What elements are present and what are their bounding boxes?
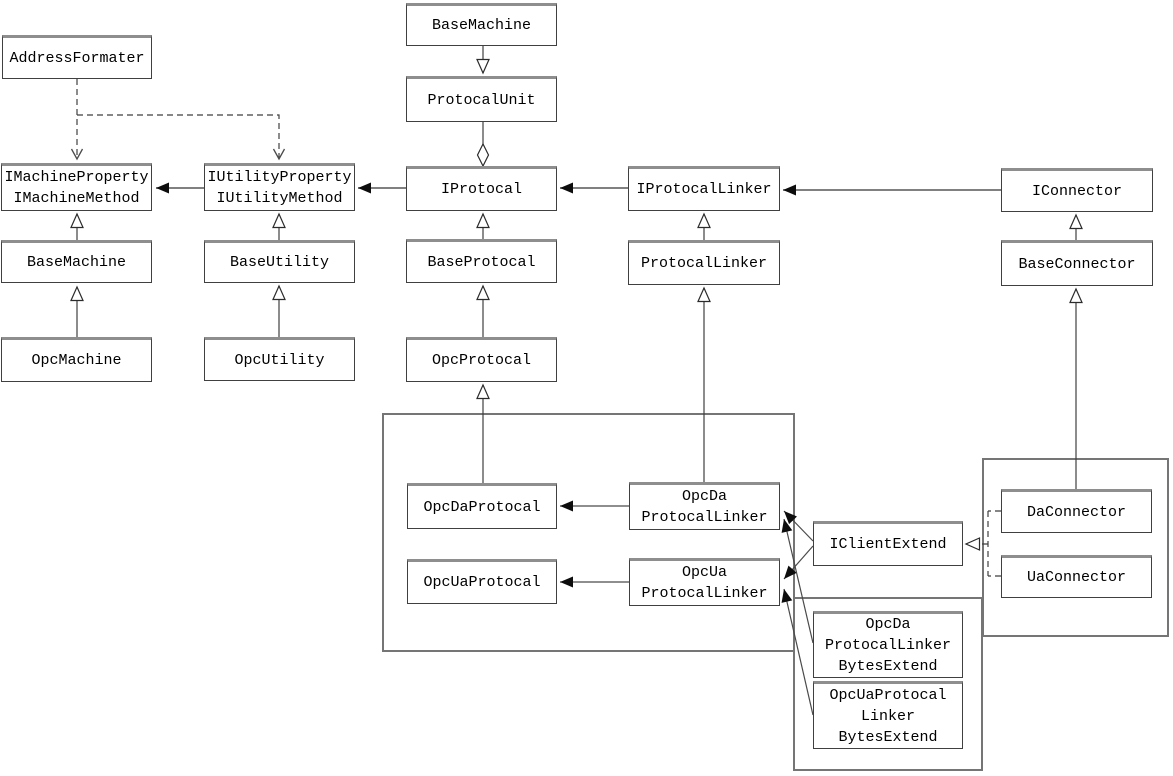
class-box-base-connector: BaseConnector xyxy=(1001,240,1153,286)
class-box-address-formater: AddressFormater xyxy=(2,35,152,79)
class-box-iprotocal: IProtocal xyxy=(406,166,557,211)
class-box-base-utility: BaseUtility xyxy=(204,240,355,283)
edge-opcuabytesextend-to-opcualinker xyxy=(781,588,814,716)
class-box-opc-ua-protocal-linker: OpcUa ProtocalLinker xyxy=(629,558,780,606)
class-box-opc-da-protocal-linker: OpcDa ProtocalLinker xyxy=(629,482,780,530)
group-bytes-extend xyxy=(793,597,983,771)
class-box-iconnector: IConnector xyxy=(1001,168,1153,212)
class-box-base-machine-top: BaseMachine xyxy=(406,3,557,46)
class-box-iutility-property-method: IUtilityProperty IUtilityMethod xyxy=(204,163,355,211)
class-box-opc-utility: OpcUtility xyxy=(204,337,355,381)
edge-iclientextend-to-opcualinker xyxy=(783,545,814,580)
class-box-opc-machine: OpcMachine xyxy=(1,337,152,382)
edge-iclientextend-to-opcdalinker xyxy=(783,510,814,542)
class-box-ua-connector: UaConnector xyxy=(1001,555,1152,598)
class-box-opc-da-protocal: OpcDaProtocal xyxy=(407,483,557,529)
class-box-da-connector: DaConnector xyxy=(1001,489,1152,533)
class-box-imachine-property-method: IMachineProperty IMachineMethod xyxy=(1,163,152,211)
class-box-base-protocal: BaseProtocal xyxy=(406,239,557,283)
edge-addressformater-to-iutility xyxy=(77,114,286,161)
group-opc-protocal-linker xyxy=(382,413,795,652)
class-box-iprotocal-linker: IProtocalLinker xyxy=(628,166,780,211)
class-box-opc-ua-protocal-linker-bytes-extend: OpcUaProtocal Linker BytesExtend xyxy=(813,681,963,749)
class-box-opc-da-protocal-linker-bytes-extend: OpcDa ProtocalLinker BytesExtend xyxy=(813,611,963,678)
class-box-protocal-unit: ProtocalUnit xyxy=(406,76,557,122)
class-box-iclient-extend: IClientExtend xyxy=(813,521,963,566)
class-box-base-machine-left: BaseMachine xyxy=(1,240,152,283)
edge-opcdabytesextend-to-opcdalinker xyxy=(781,518,814,644)
aggregation-diamond xyxy=(476,142,490,168)
class-box-opc-protocal: OpcProtocal xyxy=(406,337,557,382)
class-box-protocal-linker: ProtocalLinker xyxy=(628,240,780,285)
class-box-opc-ua-protocal: OpcUaProtocal xyxy=(407,559,557,604)
